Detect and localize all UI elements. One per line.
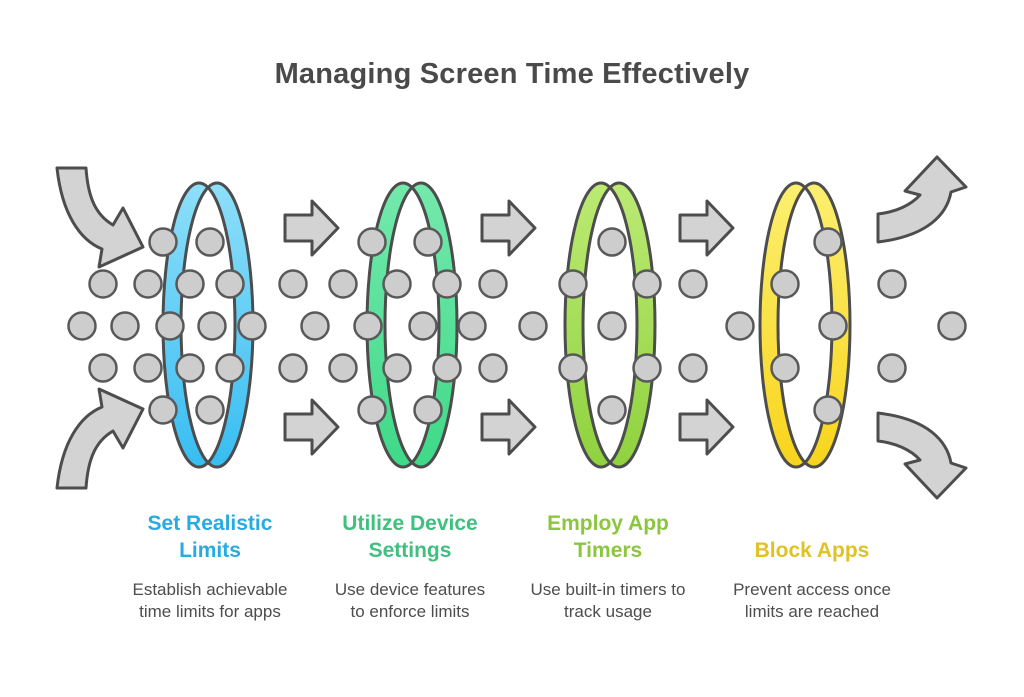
dot-icon (175, 269, 205, 299)
dot-icon (382, 353, 412, 383)
dot-icon (597, 311, 627, 341)
dot-icon (175, 353, 205, 383)
dot-icon (353, 311, 383, 341)
step-heading: Utilize Device Settings (342, 512, 478, 562)
dot-icon (678, 269, 708, 299)
arrow-right-icon (283, 199, 340, 257)
dot-icon (237, 311, 267, 341)
dot-icon (408, 311, 438, 341)
step-heading: Set Realistic Limits (147, 512, 273, 562)
dot-icon (215, 353, 245, 383)
dot-icon (770, 353, 800, 383)
dot-icon (215, 269, 245, 299)
dot-icon (877, 353, 907, 383)
dot-icon (518, 311, 548, 341)
dot-icon (197, 311, 227, 341)
outflow-arrow-top-icon (876, 155, 968, 244)
dot-icon (877, 269, 907, 299)
step-heading: Block Apps (754, 539, 870, 562)
page-title: Managing Screen Time Effectively (274, 58, 750, 90)
dot-icon (88, 353, 118, 383)
dot-icon (195, 227, 225, 257)
dot-icon (632, 353, 662, 383)
dot-icon (357, 395, 387, 425)
dot-icon (413, 395, 443, 425)
dot-icon (110, 311, 140, 341)
dot-icon (195, 395, 225, 425)
dot-icon (133, 353, 163, 383)
step-block-apps: Block Apps Prevent access once limits ar… (702, 506, 922, 623)
dot-icon (632, 269, 662, 299)
dot-icon (818, 311, 848, 341)
dot-icon (148, 395, 178, 425)
dot-field (67, 227, 967, 425)
step-utilize-device-settings: Utilize Device Settings Use device featu… (300, 506, 520, 623)
dot-icon (328, 353, 358, 383)
dot-icon (478, 353, 508, 383)
arrow-right-icon (283, 398, 340, 456)
dot-icon (300, 311, 330, 341)
dot-icon (133, 269, 163, 299)
step-description: Use built-in timers to track usage (530, 580, 686, 621)
dot-icon (770, 269, 800, 299)
dot-icon (357, 227, 387, 257)
dot-icon (678, 353, 708, 383)
dot-icon (432, 269, 462, 299)
dot-icon (413, 227, 443, 257)
step-description: Use device features to enforce limits (334, 580, 486, 621)
dot-icon (558, 353, 588, 383)
arrow-right-icon (480, 398, 537, 456)
dot-icon (597, 395, 627, 425)
step-employ-app-timers: Employ App Timers Use built-in timers to… (498, 506, 718, 623)
dot-icon (67, 311, 97, 341)
dot-icon (278, 269, 308, 299)
step-description: Prevent access once limits are reached (733, 580, 891, 621)
step-heading: Employ App Timers (547, 512, 669, 562)
dot-icon (278, 353, 308, 383)
dot-icon (813, 227, 843, 257)
dot-icon (813, 395, 843, 425)
arrow-right-icon (678, 398, 735, 456)
inflow-arrow-bottom-icon (55, 387, 145, 490)
arrow-right-icon (678, 199, 735, 257)
dot-icon (558, 269, 588, 299)
dot-icon (597, 227, 627, 257)
arrow-right-icon (480, 199, 537, 257)
dot-icon (382, 269, 412, 299)
dot-icon (328, 269, 358, 299)
dot-icon (155, 311, 185, 341)
dot-icon (432, 353, 462, 383)
dot-icon (148, 227, 178, 257)
dot-icon (937, 311, 967, 341)
step-description: Establish achievable time limits for app… (132, 580, 288, 621)
outflow-arrow-bottom-icon (876, 411, 968, 500)
dot-icon (725, 311, 755, 341)
dot-icon (88, 269, 118, 299)
dot-icon (478, 269, 508, 299)
step-set-realistic-limits: Set Realistic Limits Establish achievabl… (100, 506, 320, 623)
inflow-arrow-top-icon (55, 166, 145, 269)
dot-icon (457, 311, 487, 341)
